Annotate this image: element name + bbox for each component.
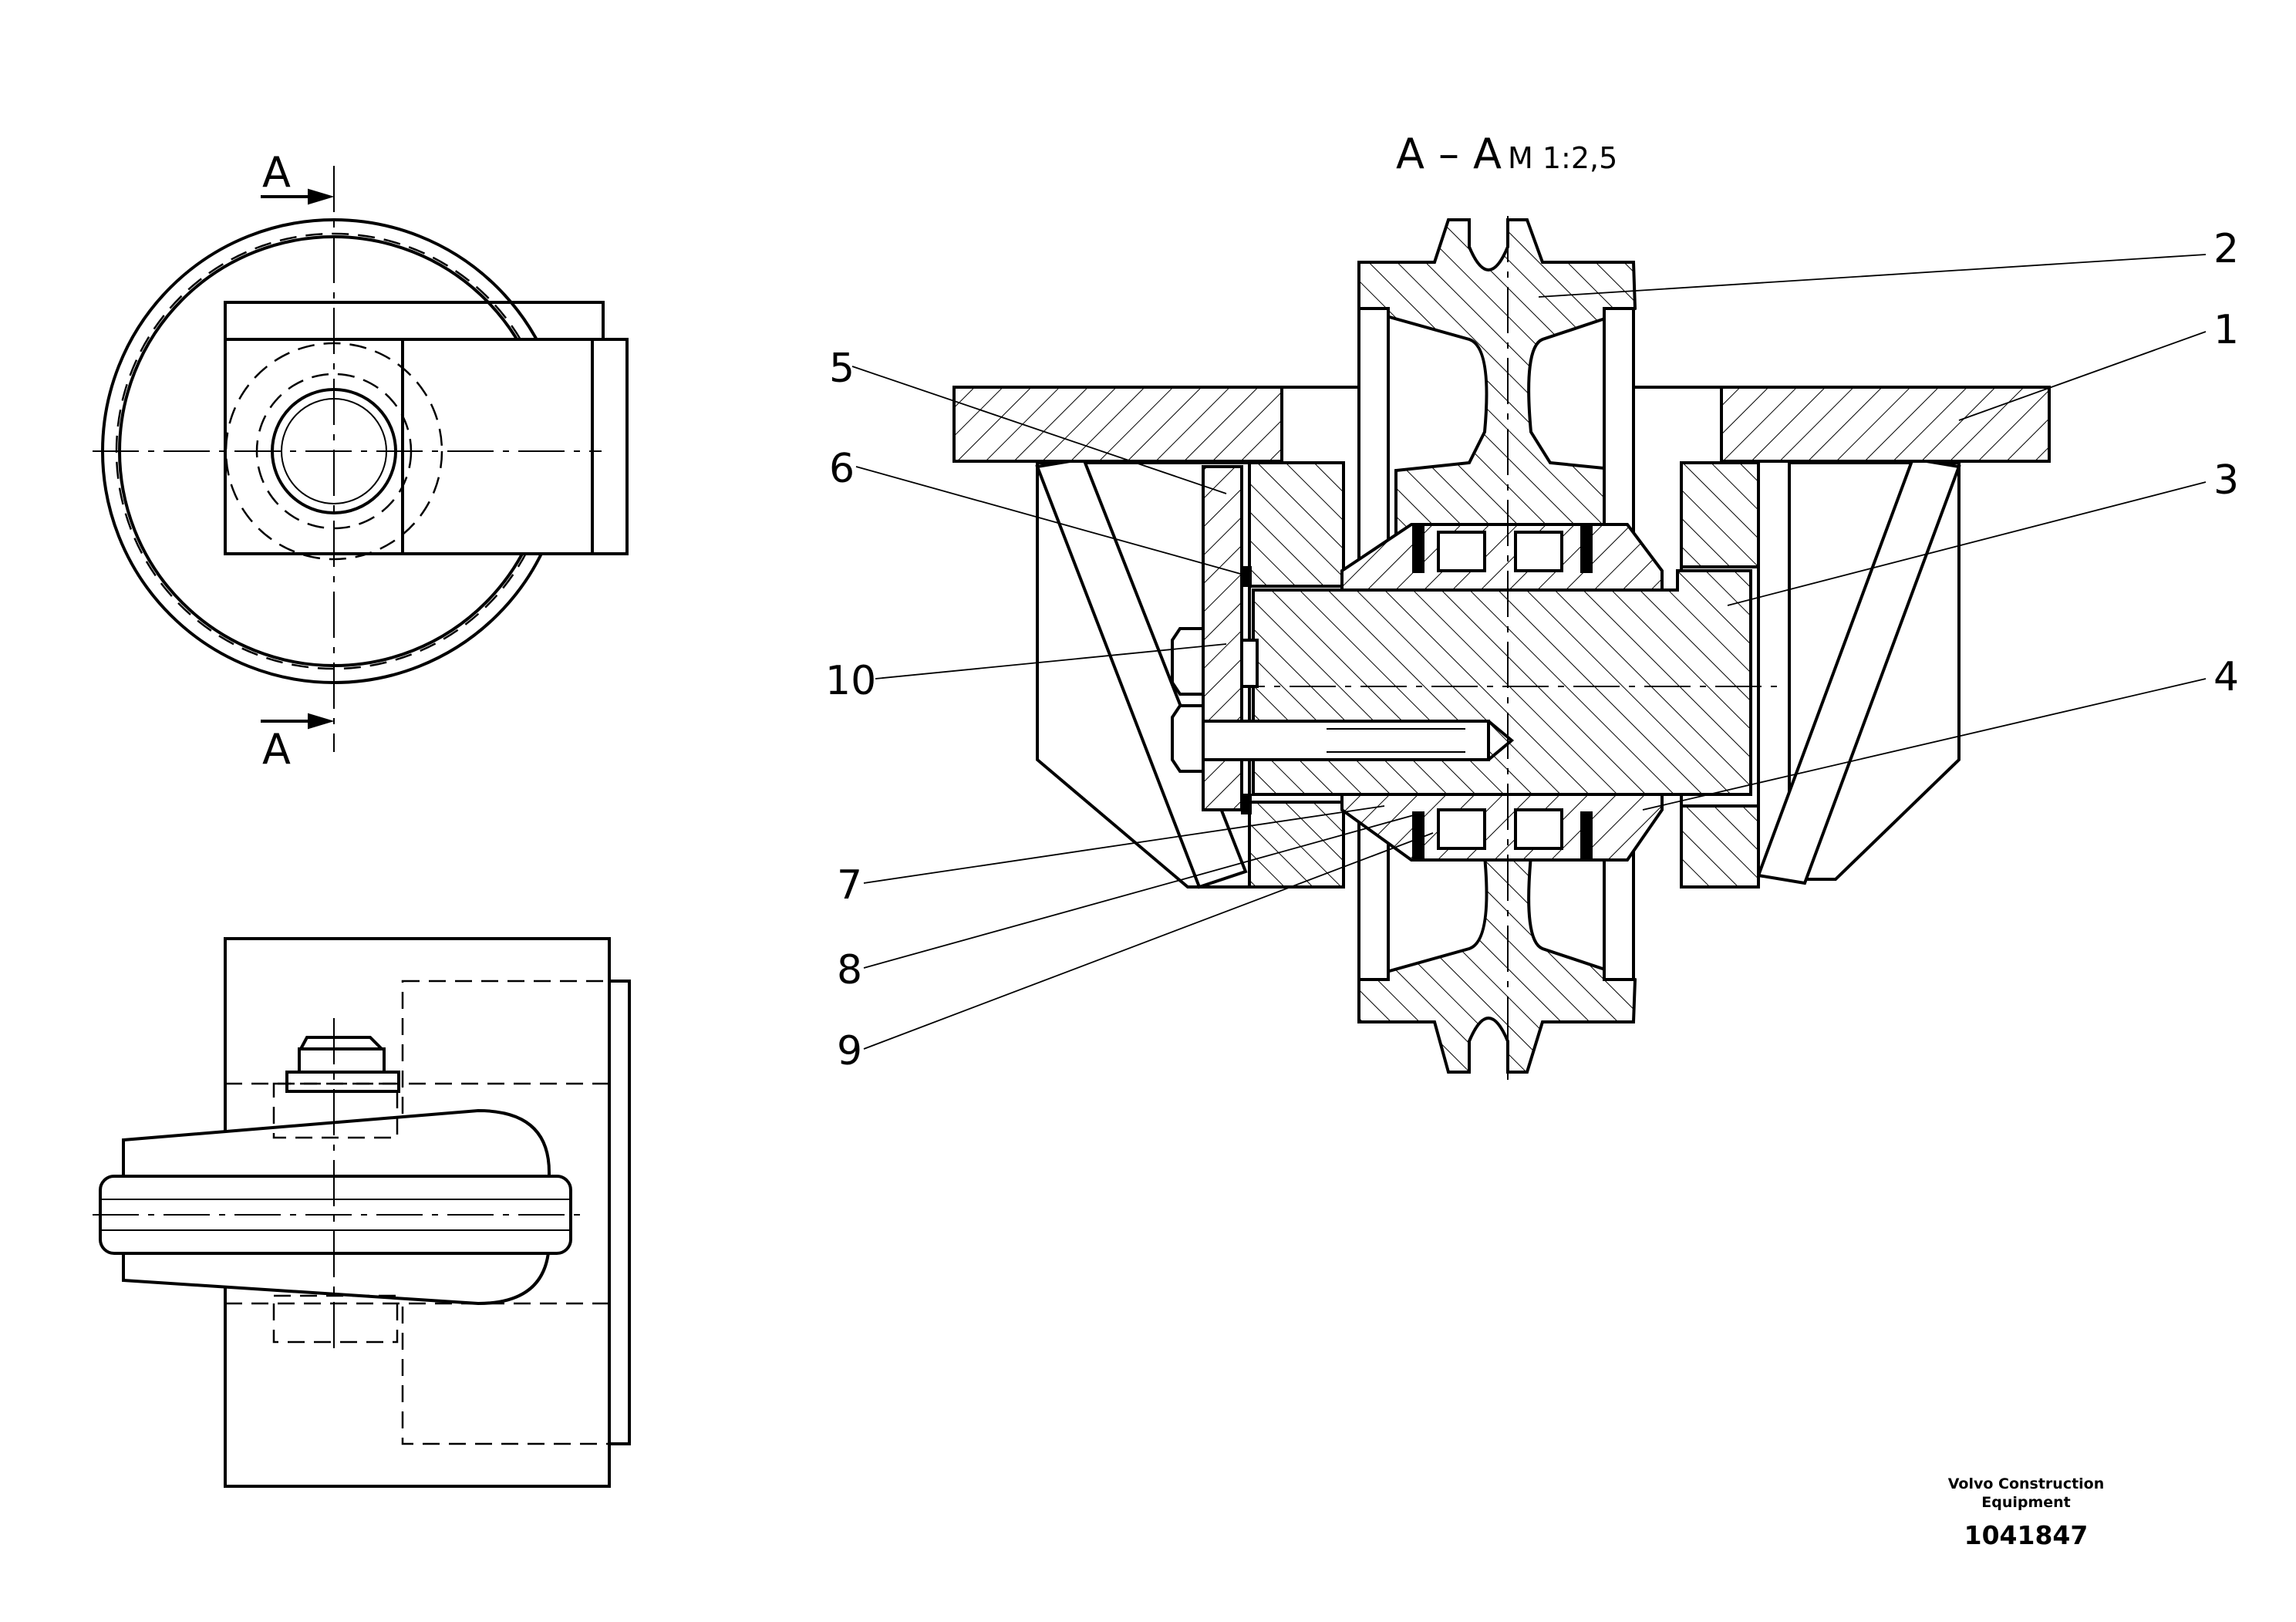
part-number: 1041847: [1964, 1520, 2089, 1550]
callouts: 2 1 3 4 5 6 10 7 8 9: [825, 226, 2239, 1074]
section-title-dash: –: [1438, 130, 1459, 178]
end-view: A A: [93, 148, 629, 774]
brand-block: Volvo Construction Equipment 1041847: [1948, 1475, 2105, 1550]
callout-5: 5: [829, 346, 855, 392]
callout-8: 8: [837, 947, 862, 993]
callout-1: 1: [2213, 307, 2239, 353]
cut-marker-bottom: A: [262, 725, 291, 774]
cut-marker-top: A: [262, 148, 291, 197]
section-title-letter-right: A: [1473, 130, 1502, 178]
callout-2: 2: [2213, 226, 2239, 272]
callout-10: 10: [825, 658, 876, 704]
callout-6: 6: [829, 446, 855, 492]
callout-3: 3: [2213, 457, 2239, 504]
callout-7: 7: [837, 862, 862, 909]
brand-line-1: Volvo Construction: [1948, 1475, 2105, 1492]
section-view: A – A M 1:2,5: [952, 130, 2051, 1080]
callout-9: 9: [837, 1028, 862, 1074]
brand-line-2: Equipment: [1981, 1494, 2071, 1511]
section-scale: M 1:2,5: [1508, 141, 1617, 175]
section-title-letter-left: A: [1396, 130, 1424, 178]
callout-4: 4: [2213, 654, 2239, 700]
side-view: [93, 937, 631, 1488]
